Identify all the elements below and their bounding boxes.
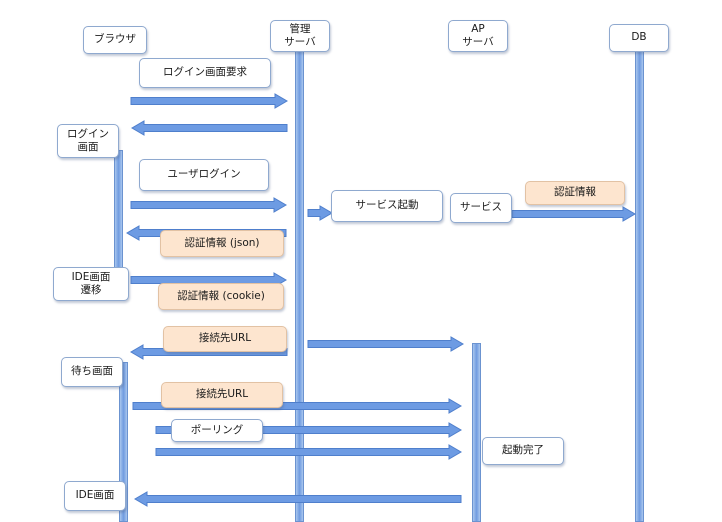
arrow-polling-2: [155, 444, 462, 460]
label-polling: ポーリング: [171, 419, 263, 442]
arrow-connection-url-to-ap: [307, 336, 464, 352]
label-start-complete: 起動完了: [482, 437, 564, 465]
participant-browser: ブラウザ: [83, 26, 147, 54]
state-waiting-screen: 待ち画面: [61, 357, 123, 387]
label-user-login: ユーザログイン: [139, 159, 269, 191]
arrow-login-request: [130, 93, 288, 109]
state-ide-screen: IDE画面: [64, 481, 126, 511]
label-connection-url-1: 接続先URL: [163, 326, 287, 352]
label-login-request: ログイン画面要求: [139, 58, 271, 88]
arrow-ide-screen-response: [134, 491, 462, 507]
label-auth-info-cookie: 認証情報 (cookie): [158, 283, 284, 310]
label-auth-info-json: 認証情報 (json): [160, 230, 284, 257]
participant-db: DB: [609, 24, 669, 52]
arrow-user-login: [130, 197, 287, 213]
label-auth-info-db: 認証情報: [525, 181, 625, 205]
state-ide-transition: IDE画面 遷移: [53, 267, 129, 301]
arrow-login-screen-response: [131, 120, 288, 136]
state-login-screen: ログイン 画面: [57, 124, 119, 158]
label-service: サービス: [450, 193, 512, 223]
arrow-service-start: [307, 205, 333, 221]
label-service-start: サービス起動: [331, 190, 443, 222]
arrow-auth-info-to-db: [511, 206, 636, 222]
label-connection-url-2: 接続先URL: [161, 382, 283, 408]
participant-mgmt-server: 管理 サーバ: [270, 20, 330, 52]
participant-ap-server: AP サーバ: [448, 20, 508, 52]
